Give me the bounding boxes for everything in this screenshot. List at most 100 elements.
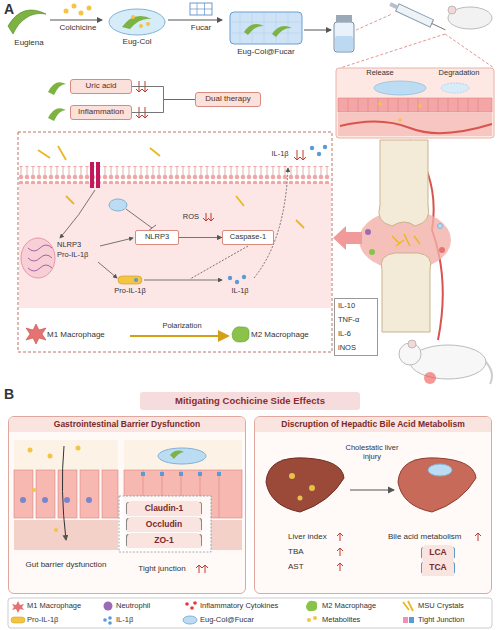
- hydrogel-blob: [109, 199, 127, 211]
- vial: [334, 22, 354, 52]
- cytokine-box: IL-10TNF-αIL-6iNOS: [334, 298, 378, 356]
- m1-macrophage-icon: [26, 324, 46, 344]
- il1b-dot: [310, 146, 314, 150]
- legend-icon: [193, 601, 197, 605]
- legend-icon: [11, 617, 25, 623]
- hydrogel-blob: [438, 224, 443, 229]
- legend-frame: [8, 598, 492, 628]
- caspase-action: [190, 246, 248, 279]
- legend-text: Pro-IL-1β: [27, 616, 58, 624]
- metabolite-box: LCA: [421, 547, 455, 559]
- m1-cell: [439, 247, 445, 253]
- recovered-liver: [398, 458, 476, 512]
- gene-label: Pro-IL-1β: [57, 251, 107, 260]
- bile-spot: [298, 496, 303, 501]
- legend-icon: [409, 617, 414, 623]
- blood-vessel: [340, 121, 492, 133]
- legend-icon: [403, 601, 413, 611]
- measure-label: AST: [288, 562, 338, 571]
- panel-heading: Discruption of Hepadtic Bile Acid Metabo…: [255, 417, 491, 432]
- rat-ear: [408, 340, 416, 348]
- hydrogel-dish: [230, 12, 302, 44]
- il1b-dot: [242, 275, 246, 279]
- mouse-ear: [448, 6, 456, 14]
- mouse-body: [448, 7, 492, 29]
- protein-box: Occludin: [126, 518, 202, 531]
- legend-text: MSU Crystals: [418, 602, 464, 610]
- section-band: Mitigating Cochicine Side Effects: [140, 392, 360, 410]
- legend-text: Tight Junction: [418, 616, 464, 624]
- node-text: Claudin-1: [127, 501, 201, 516]
- lamina: [338, 113, 492, 136]
- colchicine-dot: [64, 9, 69, 14]
- node-text: Inflammation: [78, 108, 124, 117]
- receptor: [90, 162, 94, 188]
- colchicine-dot: [48, 454, 53, 459]
- dna: [28, 245, 52, 271]
- gene-label: NLRP3: [57, 241, 107, 250]
- colchicine-dot: [72, 4, 77, 9]
- legend-icon: [108, 621, 112, 625]
- increase-arrow: [475, 533, 481, 541]
- effect-box: Uric acid: [70, 79, 132, 94]
- colchicine-dot: [79, 11, 84, 16]
- lamina: [14, 520, 118, 550]
- process-arrow: [168, 20, 222, 21]
- panel-letter: B: [4, 386, 20, 402]
- process-arrow: [50, 20, 102, 21]
- zoom-frame: [119, 496, 211, 552]
- gut-lumen: [14, 440, 118, 470]
- protein-box: ZO-1: [126, 534, 202, 547]
- legend-text: Inflammatory Cytokines: [200, 602, 278, 610]
- vial-liquid: [335, 36, 353, 51]
- hydrogel-degrading: [441, 83, 469, 93]
- femur: [379, 140, 429, 226]
- mechanism-frame: [18, 132, 332, 352]
- finding-label: Cholestatic liver injury: [344, 444, 400, 461]
- connector: [132, 100, 195, 113]
- polarization-arrow: [130, 335, 228, 337]
- cell-membrane: [19, 166, 331, 184]
- increase-arrow: [337, 533, 343, 541]
- il1b-dot: [323, 145, 327, 149]
- leader-line: [340, 34, 494, 68]
- legend-icon: [108, 616, 112, 620]
- item-label: Eug-Col@Fucar: [224, 47, 308, 56]
- syringe-needle: [432, 23, 446, 29]
- euglena-icon: [48, 108, 66, 121]
- secretion-arrow: [254, 168, 288, 278]
- legend-icon: [12, 601, 24, 613]
- metabolite-box: TCA: [421, 562, 455, 574]
- node-text: IL-6: [338, 330, 351, 338]
- therapy-box: Dual therapy: [195, 92, 261, 107]
- euglena-icon: [122, 16, 152, 29]
- leak-arrow: [62, 446, 66, 540]
- panel-letter: A: [4, 1, 20, 17]
- colchicine-dot: [131, 15, 135, 19]
- il1b-dot: [317, 152, 321, 156]
- node-text: LCA: [422, 545, 454, 560]
- rat-body: [410, 345, 486, 379]
- receptor: [96, 162, 100, 188]
- il1b-dot: [228, 276, 232, 280]
- epithelial-cell: [36, 470, 55, 518]
- decrease-arrows: [136, 81, 148, 92]
- cell-label: M1 Macrophage: [47, 330, 129, 339]
- cell-nucleus: [64, 497, 70, 503]
- increase-arrow: [337, 563, 343, 571]
- legend-icon: [104, 602, 113, 611]
- node-text: IL-10: [338, 302, 355, 310]
- injured-liver: [266, 458, 344, 512]
- legend-text: IL-1β: [116, 616, 133, 624]
- msu-crystals: [392, 234, 420, 246]
- legend-text: Eug-Col@Fucar: [200, 616, 254, 624]
- epithelium: [338, 98, 492, 112]
- cell-label: M2 Macrophage: [251, 330, 331, 339]
- decrease-arrows: [294, 150, 306, 160]
- tight-junction-marks: [141, 472, 221, 476]
- legend-text: Metabolites: [322, 616, 360, 624]
- decrease-arrows: [203, 213, 214, 221]
- hydrogel-blob: [428, 464, 452, 476]
